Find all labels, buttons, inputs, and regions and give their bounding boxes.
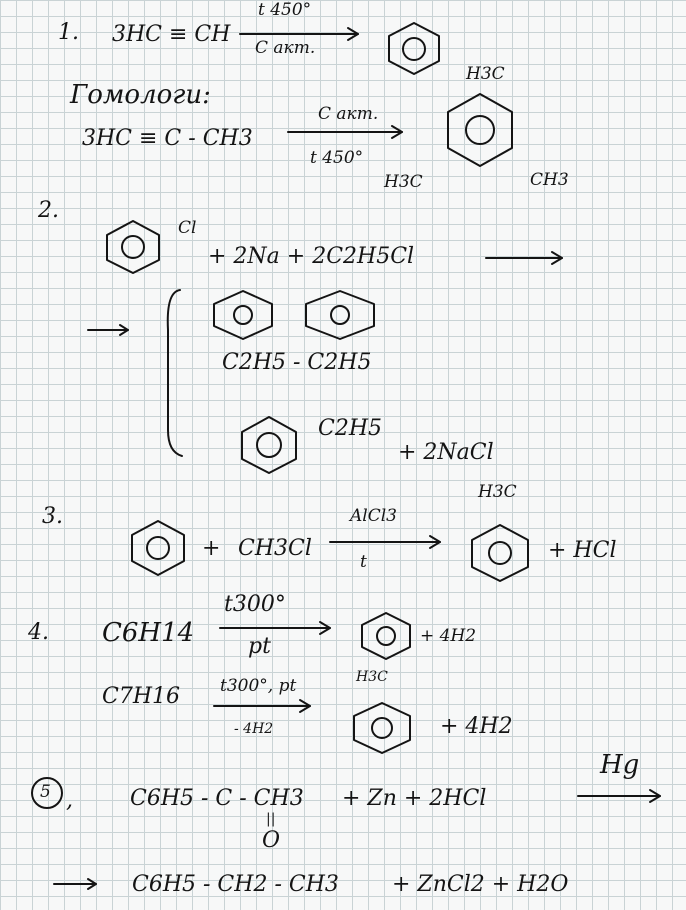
r3-hcl: + HCl: [548, 538, 617, 563]
r3-reagent: CH3Cl: [238, 536, 312, 561]
r3-sub-methyl: H3C: [478, 482, 517, 502]
benzene-ring-mesitylene: [447, 93, 513, 167]
r2-sub-ethyl: C2H5: [318, 416, 383, 441]
homologs-condition-bottom: t 450°: [310, 148, 364, 168]
mesitylene-sub-right: CH3: [530, 170, 569, 190]
r4b-hydrogen: + 4H2: [440, 714, 513, 739]
r4a-hydrogen: + 4H2: [420, 626, 477, 646]
r5-ketone: C6H5 - C - CH3: [130, 786, 304, 811]
mesitylene-sub-top: H3C: [466, 64, 505, 84]
r2-product-butane: C2H5 - C2H5: [222, 350, 372, 375]
benzene-ring-r3-reactant: [131, 520, 185, 576]
benzene-ring-r1: [388, 22, 440, 75]
r2-sub-cl: Cl: [178, 218, 197, 238]
benzene-ring-biphenyl-1: [213, 290, 273, 340]
item-number-5: 5: [40, 782, 51, 802]
r4b-condition-top: t300°, pt: [220, 676, 297, 696]
mesitylene-sub-left: H3C: [384, 172, 423, 192]
benzene-ring-r4b: [353, 702, 411, 754]
benzene-ring-ethylbenzene: [241, 416, 297, 474]
item-number-5-circle: [31, 777, 63, 809]
benzene-ring-chlorobenzene: [106, 220, 160, 274]
r4b-reactant: C7H16: [102, 684, 181, 709]
r5-product: C6H5 - CH2 - CH3: [132, 872, 339, 897]
homologs-heading: Гомологи:: [70, 80, 211, 110]
item-number-4: 4.: [28, 620, 49, 645]
r3-plus: +: [202, 536, 221, 561]
homologs-condition-top: C акт.: [318, 104, 379, 124]
item-number-1: 1.: [58, 20, 79, 45]
r2-nacl: + 2NaCl: [398, 440, 494, 465]
r5-reagents: + Zn + 2HCl: [342, 786, 487, 811]
r3-condition-bottom: t: [360, 552, 367, 572]
r5-double-bond: ||: [266, 811, 276, 827]
r4a-condition-top: t300°: [224, 592, 286, 617]
r5-condition: Hg: [600, 750, 640, 780]
r5-byproducts: + ZnCl2 + H2O: [392, 872, 569, 897]
homologs-reactant: 3HC ≡ C - CH3: [82, 126, 253, 151]
r5-oxygen: O: [262, 828, 281, 853]
r1-reactant: 3HC ≡ CH: [112, 22, 231, 47]
r4a-reactant: C6H14: [102, 618, 195, 648]
item-number-5-comma: ,: [66, 788, 73, 813]
benzene-ring-biphenyl-2: [305, 290, 375, 340]
benzene-ring-r4a: [361, 612, 411, 660]
r4a-condition-bottom: pt: [248, 634, 271, 659]
benzene-ring-toluene: [471, 524, 529, 582]
r4b-condition-bottom: - 4H2: [234, 721, 274, 737]
r1-condition-bottom: C акт.: [255, 38, 316, 58]
r1-condition-top: t 450°: [258, 0, 312, 20]
item-number-3: 3.: [42, 504, 63, 529]
item-number-2: 2.: [38, 198, 59, 223]
r4b-sub-methyl: H3C: [356, 669, 388, 685]
r2-reagents: + 2Na + 2C2H5Cl: [208, 244, 415, 269]
r3-condition-top: AlCl3: [350, 506, 397, 526]
